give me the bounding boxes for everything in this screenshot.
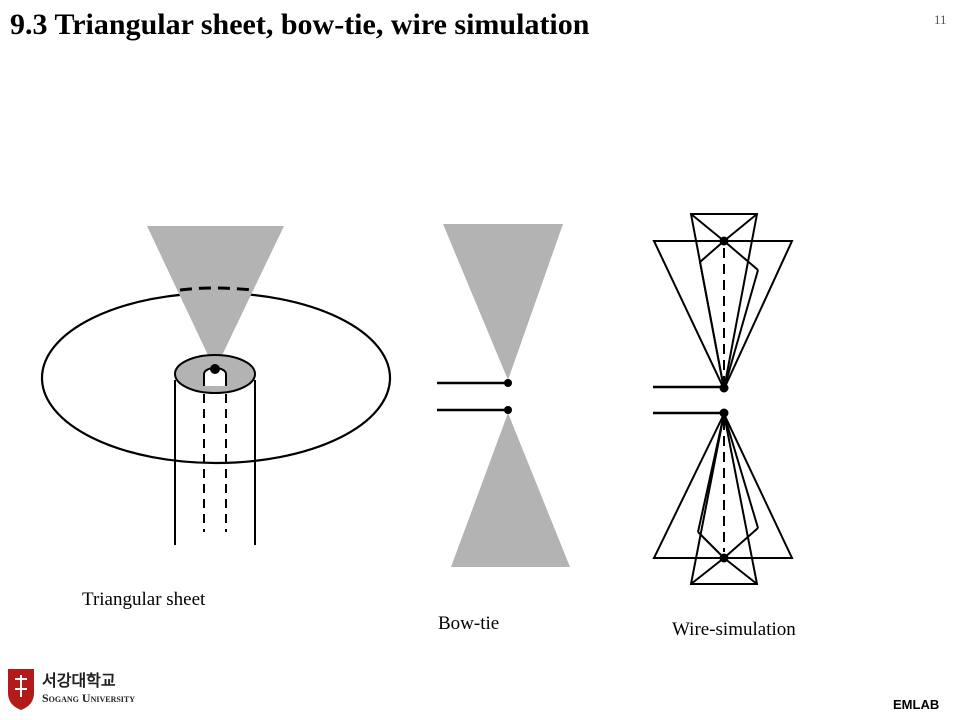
bow-tie-terminal-upper [504,379,512,387]
wire-upper-link-4 [723,240,759,271]
wire-upper-spoke-1 [699,261,725,390]
wire-lower-spoke-2 [723,413,759,529]
shield-icon [8,669,34,710]
wire-lower-link-3 [697,531,725,559]
hidden-ellipse-dash [179,286,253,292]
feed-point [210,364,220,374]
university-logo: 서강대학교 Sogang University [6,667,156,713]
wire-upper-spoke-2 [723,269,759,390]
lab-label: EMLAB [893,697,940,712]
page-number: 11 [934,12,947,27]
bow-tie-terminal-lower [504,406,512,414]
wire-lower-link-1 [690,557,725,585]
bow-tie-lower-triangle [451,413,570,567]
ground-plane-front-edge [40,377,392,465]
bow-tie-figure [437,224,570,567]
university-name-english: Sogang University [42,691,136,705]
wire-lower-link-4 [723,527,759,559]
bow-tie-caption: Bow-tie [438,613,500,634]
wire-simulation-caption: Wire-simulation [672,619,796,640]
wire-node-top [719,236,729,246]
triangular-sheet-caption: Triangular sheet [82,589,206,610]
wire-node-bottom [719,553,729,563]
wire-lower-link-2 [723,557,758,585]
wire-lower-spoke-1 [697,413,725,533]
bow-tie-upper-triangle [443,224,563,380]
triangular-sheet-figure [40,226,392,545]
wire-node-feed-lower [719,408,729,418]
wire-simulation-figure [652,213,794,585]
slide-title: 9.3 Triangular sheet, bow-tie, wire simu… [10,8,590,41]
wire-lower-narrow-triangle [689,413,759,585]
wire-upper-link-1 [690,213,725,242]
wire-upper-link-3 [699,240,725,263]
wire-upper-link-2 [723,213,758,242]
wire-simulation-nodes [719,236,729,563]
wire-node-feed-upper [719,383,729,393]
triangular-sheet [147,226,284,370]
university-name-korean: 서강대학교 [42,671,116,690]
